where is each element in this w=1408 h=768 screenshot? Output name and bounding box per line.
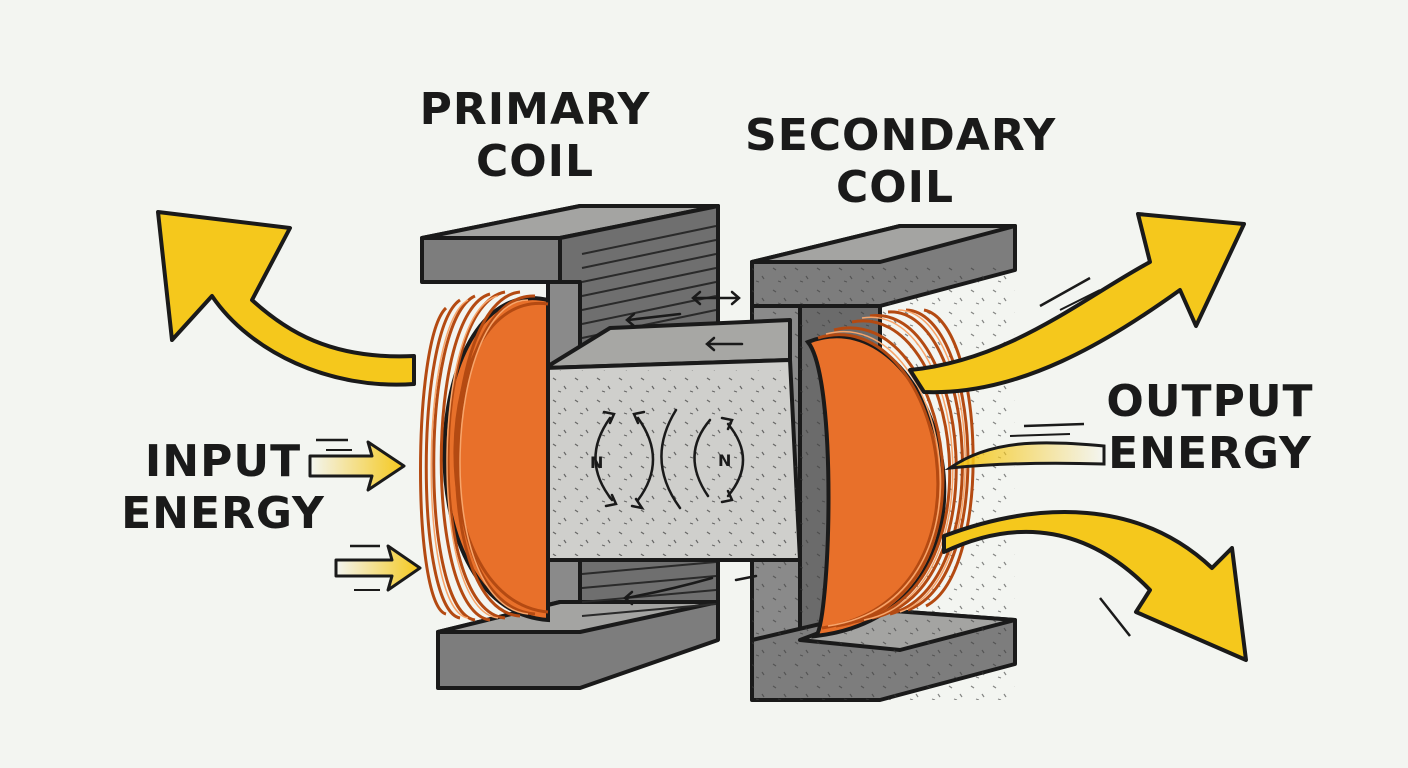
input-energy-label-line1: INPUT bbox=[144, 436, 302, 487]
pole-mark-center: N bbox=[718, 451, 731, 470]
pole-mark-left: N bbox=[590, 453, 603, 472]
output-arrow-middle bbox=[944, 422, 1106, 471]
output-energy-label-line1: OUTPUT bbox=[1106, 376, 1314, 427]
primary-coil bbox=[419, 290, 550, 623]
input-energy-label: INPUT ENERGY bbox=[118, 436, 328, 540]
input-energy-label-line2: ENERGY bbox=[121, 488, 325, 539]
primary-coil-label-line2: COIL bbox=[475, 136, 595, 187]
secondary-coil bbox=[804, 308, 975, 639]
core-bridge-texture bbox=[548, 370, 796, 556]
input-arrow-curved bbox=[156, 210, 416, 387]
output-arrow-top bbox=[908, 212, 1246, 395]
output-energy-label: OUTPUT ENERGY bbox=[1100, 376, 1320, 480]
secondary-coil-label-line1: SECONDARY bbox=[745, 110, 1057, 161]
primary-coil-label-line1: PRIMARY bbox=[419, 84, 651, 135]
input-arrow-bottom bbox=[334, 544, 422, 592]
secondary-coil-label-line2: COIL bbox=[835, 162, 955, 213]
output-energy-label-line2: ENERGY bbox=[1108, 428, 1312, 479]
primary-coil-label: PRIMARY COIL bbox=[415, 84, 655, 188]
input-arrow-top bbox=[308, 438, 406, 492]
flux-loops bbox=[594, 290, 896, 606]
secondary-coil-label: SECONDARY COIL bbox=[745, 110, 1057, 214]
output-arrow-bottom bbox=[942, 510, 1248, 662]
